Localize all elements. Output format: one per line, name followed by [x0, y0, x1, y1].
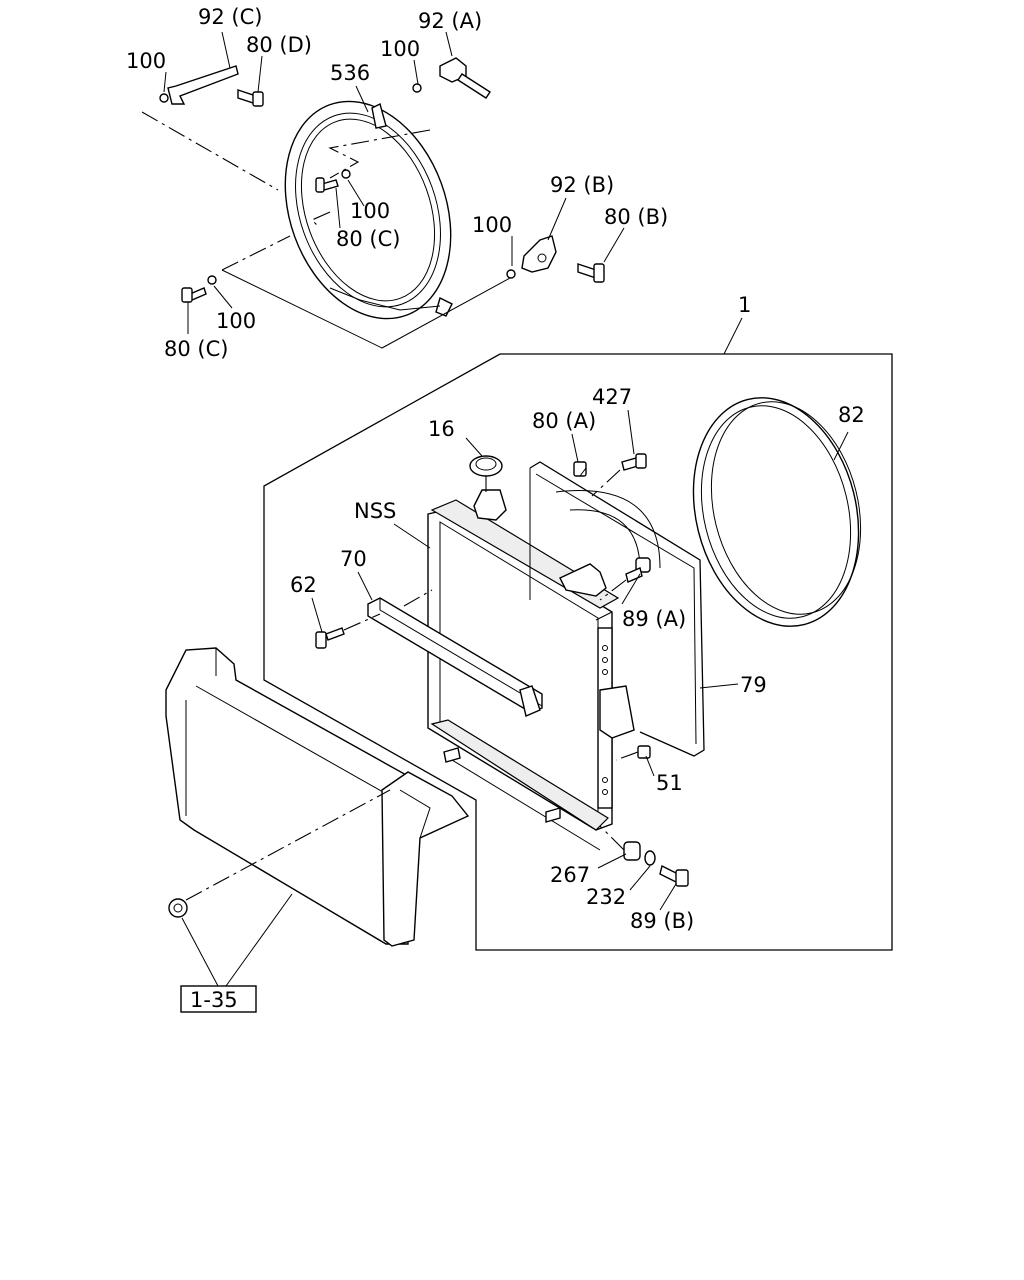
callout-100: 100	[350, 199, 390, 223]
reference-label: 1-35	[190, 988, 238, 1012]
callout-100: 100	[380, 37, 420, 61]
callout-1: 1	[738, 293, 751, 317]
callout-nss: NSS	[354, 499, 396, 523]
bolt-62	[315, 613, 381, 649]
bolts-80c	[181, 169, 351, 303]
callout-80a: 80 (A)	[532, 409, 596, 433]
mount-267	[599, 825, 641, 861]
callout-100: 100	[472, 213, 512, 237]
callout-16: 16	[428, 417, 455, 441]
fan-ring-82	[692, 397, 862, 627]
leader-lines	[163, 31, 849, 987]
bracket-92c	[159, 65, 264, 107]
callout-82: 82	[838, 403, 865, 427]
callout-92c: 92 (C)	[198, 5, 262, 29]
radiator-core	[427, 489, 635, 851]
callout-79: 79	[740, 673, 767, 697]
callout-100: 100	[216, 309, 256, 333]
washer-232	[644, 850, 656, 866]
callout-labels: 92 (C) 100 80 (D) 536 100 92 (A) 100 80 …	[126, 5, 865, 1012]
callout-232: 232	[586, 885, 626, 909]
callout-51: 51	[656, 771, 683, 795]
callout-89a: 89 (A)	[622, 607, 686, 631]
callout-80c: 80 (C)	[164, 337, 228, 361]
bracket-92a	[412, 57, 491, 99]
callout-267: 267	[550, 863, 590, 887]
callout-536: 536	[330, 61, 370, 85]
bolt-89b	[659, 864, 689, 887]
intercooler	[165, 647, 470, 947]
assembly-1-outline	[263, 353, 893, 951]
callout-89b: 89 (B)	[630, 909, 694, 933]
callout-100: 100	[126, 49, 166, 73]
callout-92b: 92 (B)	[550, 173, 614, 197]
bolt-427	[591, 453, 647, 497]
callout-92a: 92 (A)	[418, 9, 482, 33]
callout-80d: 80 (D)	[246, 33, 312, 57]
reference-box	[180, 985, 257, 1013]
shroud-panel-79	[529, 461, 705, 757]
radiator-cap-16	[469, 455, 503, 492]
callout-70: 70	[340, 547, 367, 571]
fan-shroud-536	[284, 100, 453, 320]
tie-bar-70	[367, 589, 543, 717]
callout-427: 427	[592, 385, 632, 409]
callout-62: 62	[290, 573, 317, 597]
bracket-92b	[506, 235, 605, 283]
bolt-89a	[599, 557, 651, 601]
bolt-80a	[573, 461, 587, 477]
callout-80c: 80 (C)	[336, 227, 400, 251]
bolt-51	[615, 745, 651, 761]
callout-80b: 80 (B)	[604, 205, 668, 229]
